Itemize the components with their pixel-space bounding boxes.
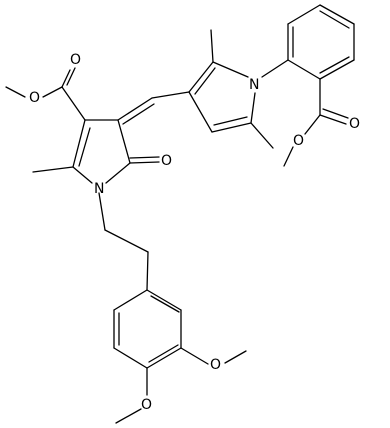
atom-o-methoxy-3: O bbox=[210, 357, 221, 373]
atom-o-ester-left-carbonyl: O bbox=[70, 52, 81, 68]
atom-o-methoxy-4: O bbox=[141, 397, 152, 413]
atom-labels: O O O N N O O O O bbox=[29, 52, 360, 413]
atom-o-benzoate-ether: O bbox=[293, 133, 304, 149]
atom-o-benzoate-carbonyl: O bbox=[349, 116, 360, 132]
atom-o-lactam: O bbox=[161, 153, 172, 169]
bond-lines bbox=[5, 4, 355, 424]
atom-o-ester-left-ether: O bbox=[29, 90, 40, 106]
atom-n-pyrrole: N bbox=[249, 77, 259, 93]
atom-n-pyrrolinone: N bbox=[94, 181, 104, 197]
